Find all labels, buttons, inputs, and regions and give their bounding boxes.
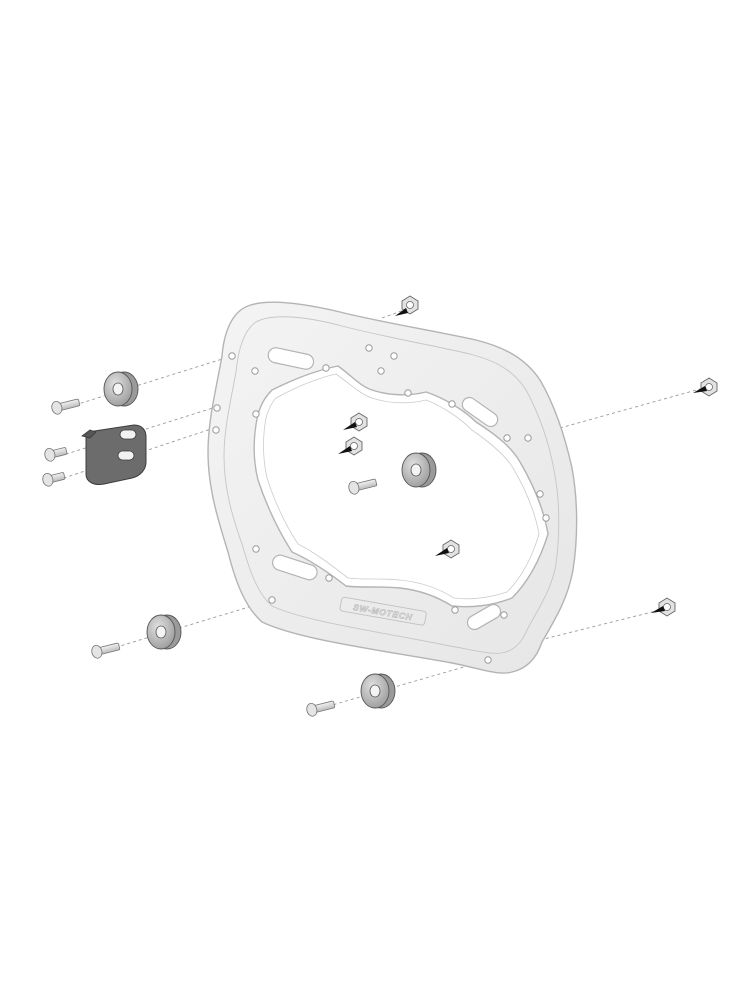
frame-slot — [466, 603, 502, 631]
frame-hole — [325, 574, 333, 582]
arrow-icon — [693, 386, 707, 393]
frame-hole — [268, 596, 276, 604]
frame-hole — [252, 410, 260, 418]
frame-holes — [212, 344, 550, 664]
spacer — [360, 673, 396, 709]
frame-hole — [228, 352, 236, 360]
bolt — [306, 700, 336, 717]
leader-line — [74, 355, 233, 406]
leader-line — [381, 309, 405, 319]
leader-line — [109, 599, 273, 650]
nuts — [345, 295, 718, 617]
frame-slot — [461, 396, 499, 428]
leader-line — [57, 413, 257, 481]
side-carrier-frame: SW-MOTECH — [207, 301, 578, 674]
leader-line — [539, 609, 661, 641]
frame-hole — [484, 656, 492, 664]
frame-hole — [451, 606, 459, 614]
mounting-bracket — [81, 424, 147, 485]
spacer — [103, 371, 139, 407]
insertion-arrows — [338, 308, 707, 613]
nut — [700, 377, 718, 397]
frame-hole — [542, 514, 550, 522]
frame-hole — [536, 490, 544, 498]
leader-line — [321, 659, 489, 709]
frame-hole — [390, 352, 398, 360]
arrow-icon — [435, 548, 449, 556]
bolt — [42, 472, 66, 487]
bolt — [44, 447, 68, 462]
frame-hole — [503, 434, 511, 442]
bolts — [42, 398, 378, 717]
frame-slots — [267, 347, 502, 631]
frame-hole — [252, 545, 260, 553]
bolt — [348, 478, 378, 495]
frame-hole — [213, 404, 221, 412]
frame-hole — [365, 344, 373, 352]
frame-hole — [212, 426, 220, 434]
leader-line — [559, 388, 701, 429]
frame-slot — [272, 554, 318, 581]
arrow-icon — [651, 606, 665, 613]
frame-slot — [267, 347, 315, 370]
frame-window — [253, 365, 549, 608]
bolt — [91, 642, 121, 659]
frame-hole — [322, 364, 330, 372]
frame-hole — [377, 367, 385, 375]
frame-hole — [524, 434, 532, 442]
frame-hole — [500, 611, 508, 619]
frame-inner-contour — [223, 316, 560, 654]
arrow-icon — [338, 446, 352, 454]
frame-hole — [251, 367, 259, 375]
bolt — [51, 398, 81, 415]
spacers — [103, 371, 437, 709]
spacer — [401, 452, 437, 488]
arrow-icon — [395, 308, 408, 316]
frame-hole — [448, 400, 456, 408]
spacer — [146, 614, 182, 650]
frame-hole — [404, 389, 412, 397]
arrow-icon — [343, 422, 357, 430]
frame-window-inner-rim — [263, 373, 540, 600]
nut — [658, 597, 676, 617]
nut — [442, 539, 460, 559]
